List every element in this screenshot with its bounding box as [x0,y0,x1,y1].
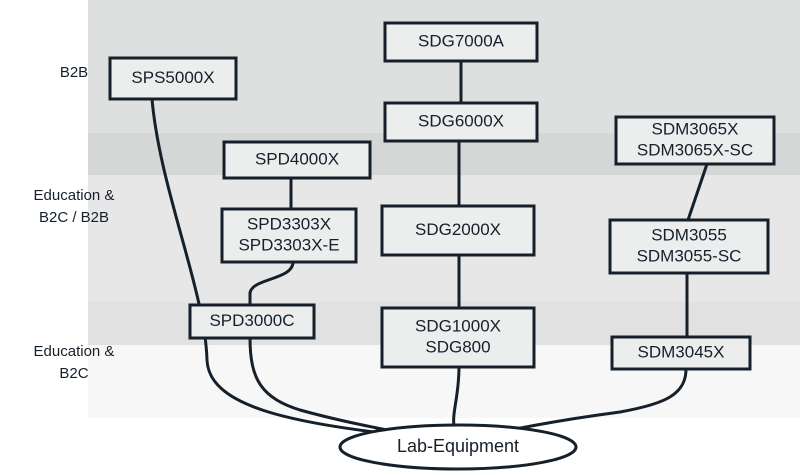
node-lab-equipment-shape[interactable] [338,423,578,471]
node-spd3303x[interactable]: SPD3303X SPD3303X-E [220,207,358,264]
node-sdg2000x-box[interactable] [380,204,536,257]
node-sdm3055-label-2: SDM3055-SC [637,246,742,265]
node-sdm3055-box[interactable] [608,218,770,275]
node-sdg1000x-label-1: SDG1000X [415,316,501,335]
node-sdm3065x-label-2: SDM3065X-SC [637,140,753,159]
label-edu-b2c-line-1: Education & [34,343,115,360]
node-sdg7000a-box[interactable] [383,21,539,63]
segment-labels-layer: B2B Education & B2C / B2B Education & B2C [34,64,115,382]
node-sdg6000x-label-1: SDG6000X [418,111,504,130]
node-spd3000c[interactable]: SPD3000C [188,303,316,340]
node-spd3000c-box[interactable] [188,303,316,340]
nodes-layer: SPS5000X SPD4000X SPD3303X SPD3303X-E SPD300… [108,21,776,371]
node-spd3303x-label-1: SPD3303X [247,214,331,233]
node-sdm3045x-label-1: SDM3045X [638,342,725,361]
node-spd4000x[interactable]: SPD4000X [222,140,372,180]
node-sdg7000a[interactable]: SDG7000A [383,21,539,63]
node-sdm3055-label-1: SDM3055 [651,225,727,244]
node-spd3303x-label-2: SPD3303X-E [238,235,339,254]
label-edu-b2c-b2b: Education & B2C / B2B [34,187,115,226]
label-b2b: B2B [60,64,88,81]
label-b2b-line-1: B2B [60,64,88,81]
node-spd4000x-box[interactable] [222,140,372,180]
edges-layer [150,59,709,442]
root-node-layer: Lab-Equipment [338,423,578,471]
node-sdg6000x-box[interactable] [383,101,539,143]
edge-sdg1000x-to-root [452,365,461,428]
node-spd3303x-box[interactable] [220,207,358,264]
node-spd3000c-label-1: SPD3000C [209,311,294,330]
node-sdg1000x-label-2: SDG800 [425,337,490,356]
node-sdm3045x[interactable]: SDM3045X [610,335,752,371]
edge-sdm3065x-to-sdm3055 [686,162,709,222]
node-sdm3065x-label-1: SDM3065X [652,119,739,138]
node-lab-equipment[interactable]: Lab-Equipment [338,423,578,471]
node-sdg2000x[interactable]: SDG2000X [380,204,536,257]
node-lab-equipment-label: Lab-Equipment [397,436,519,456]
label-edu-b2c-b2b-line-1: Education & [34,187,115,204]
node-sps5000x-box[interactable] [108,56,238,101]
node-sdm3065x-box[interactable] [614,115,776,166]
node-sdg7000a-label-1: SDG7000A [418,31,505,50]
edge-sps5000x-to-root [150,97,432,440]
edge-spd3303x-to-spd3000c [248,260,295,307]
node-sdg6000x[interactable]: SDG6000X [383,101,539,143]
node-sps5000x[interactable]: SPS5000X [108,56,238,101]
label-edu-b2c: Education & B2C [34,343,115,382]
node-sdm3045x-box[interactable] [610,335,752,371]
node-spd4000x-label-1: SPD4000X [255,149,339,168]
node-sdm3065x[interactable]: SDM3065X SDM3065X-SC [614,115,776,166]
label-edu-b2c-b2b-line-2: B2C / B2B [39,209,109,226]
node-sdg1000x-box[interactable] [380,306,536,369]
node-sps5000x-label-1: SPS5000X [131,68,214,87]
node-sdg2000x-label-1: SDG2000X [415,220,501,239]
node-sdg1000x[interactable]: SDG1000X SDG800 [380,306,536,369]
label-edu-b2c-line-2: B2C [59,365,88,382]
